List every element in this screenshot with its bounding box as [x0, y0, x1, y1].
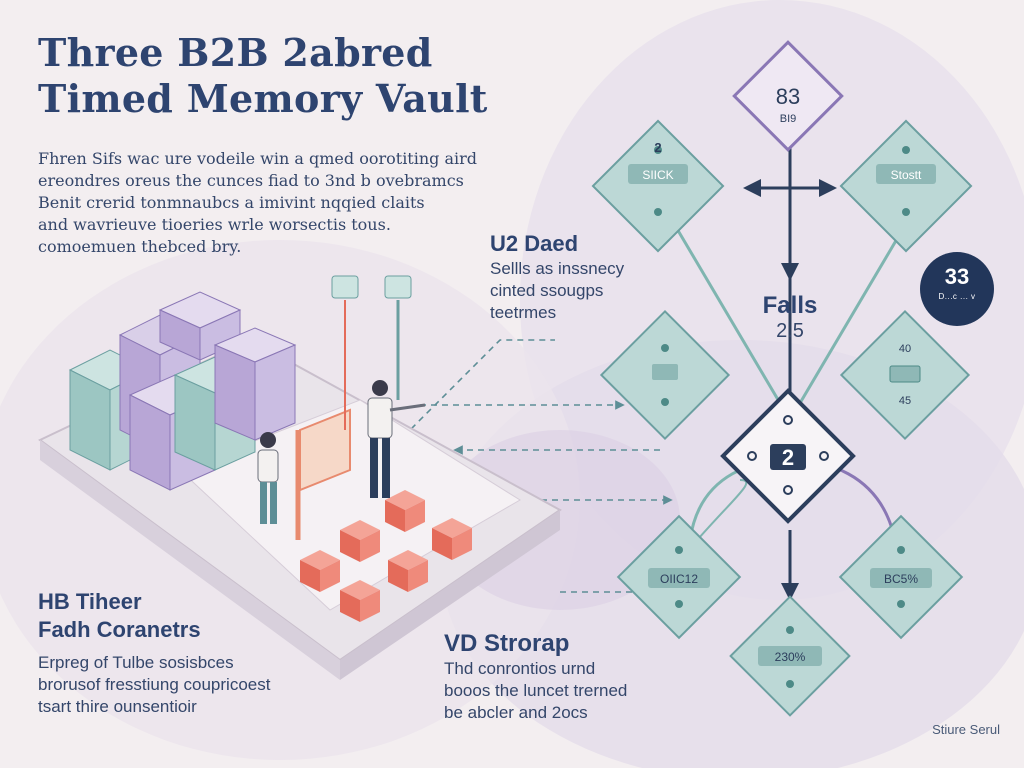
node-mid-right-top: 40: [899, 343, 911, 355]
node-low-right[interactable]: [838, 514, 964, 640]
node-upper-left[interactable]: [591, 119, 725, 253]
node-low-right-label: BC5%: [884, 572, 918, 586]
block-stack-6: [213, 327, 297, 441]
badge-value: 33: [944, 264, 970, 289]
node-bottom[interactable]: [729, 595, 851, 717]
dashed-links: [379, 339, 705, 597]
intro-paragraph: Fhren Sifs wac ure vodeile win a qmed oo…: [38, 148, 518, 258]
title-line-1: Three B2B 2abred: [38, 30, 433, 75]
stack-icon: [68, 291, 297, 491]
node-low-left[interactable]: [616, 514, 742, 640]
node-top-value: 83: [776, 84, 800, 109]
section-hb-heading-1: HB Tiheer: [38, 589, 142, 614]
node-center-value: 2: [782, 445, 794, 470]
section-vd-line: booos the luncet trerned: [444, 681, 628, 700]
node-mid-right[interactable]: [839, 309, 971, 441]
gear-icon: [654, 146, 910, 688]
callout-u2: U2 Daed Sellls as inssnecy cinted ssougp…: [490, 230, 624, 324]
node-top-label: BI9: [780, 113, 797, 125]
section-hb-line: brorusof fresstiung coupricoest: [38, 675, 271, 694]
node-top[interactable]: [732, 40, 844, 152]
node-center[interactable]: [720, 388, 856, 524]
falls-value: 2.5: [776, 320, 804, 342]
block-stack-3: [158, 291, 242, 361]
keypad-icon: [295, 275, 412, 540]
node-upper-left-label: SIICK: [642, 168, 673, 182]
intro-line: Fhren Sifs wac ure vodeile win a qmed oo…: [38, 149, 478, 168]
intro-line: ereondres oreus the cunces fiad to 3nd b…: [38, 171, 464, 190]
falls-label: Falls: [762, 292, 818, 319]
callout-u2-line: cinted ssougps: [490, 281, 604, 300]
person-right: [367, 380, 426, 498]
callout-u2-line: teetrmes: [490, 303, 557, 322]
status-badge: 33 D...c ... v: [920, 252, 994, 326]
title-line-2: Timed Memory Vault: [38, 76, 488, 121]
node-upper-left-num: 2: [654, 140, 661, 155]
node-upper-right-label: Stostt: [891, 168, 922, 182]
node-low-left-label: OIIC12: [660, 572, 698, 586]
section-vd-line: be abcler and 2ocs: [444, 703, 588, 722]
section-vd: VD Strorap Thd conrontios urnd booos the…: [444, 630, 627, 724]
section-hb: HB Tiheer Fadh Coranetrs Erpreg of Tulbe…: [38, 588, 270, 718]
intro-line: comoemuen thebced bry.: [38, 237, 242, 256]
section-hb-line: Erpreg of Tulbe sosisbces: [38, 653, 234, 672]
chip-icon: [300, 490, 472, 622]
section-hb-heading-2: Fadh Coranetrs: [38, 617, 201, 642]
node-mid-left[interactable]: [599, 309, 731, 441]
badge-caption: D...c ... v: [938, 292, 976, 301]
node-mid-right-bottom: 45: [899, 395, 911, 407]
intro-line: and wavrieuve tioeries wrle worsectis to…: [38, 215, 391, 234]
section-vd-line: Thd conrontios urnd: [444, 659, 596, 678]
callout-u2-heading: U2 Daed: [490, 231, 579, 256]
node-bottom-label: 230%: [775, 650, 806, 664]
node-upper-right[interactable]: [839, 119, 973, 253]
section-vd-heading: VD Strorap: [444, 630, 570, 657]
person-left: [257, 432, 279, 524]
intro-line: Benit crerid tonmnaubcs a imivint nqqied…: [38, 193, 425, 212]
footer-credit: Stiure Serul: [932, 722, 1000, 737]
section-hb-line: tsart thire ounsentioir: [38, 697, 197, 716]
page-title: Three B2B 2abred Timed Memory Vault: [38, 30, 488, 122]
falls-label-group: Falls 2.5: [752, 292, 828, 342]
callout-u2-line: Sellls as inssnecy: [490, 259, 625, 278]
